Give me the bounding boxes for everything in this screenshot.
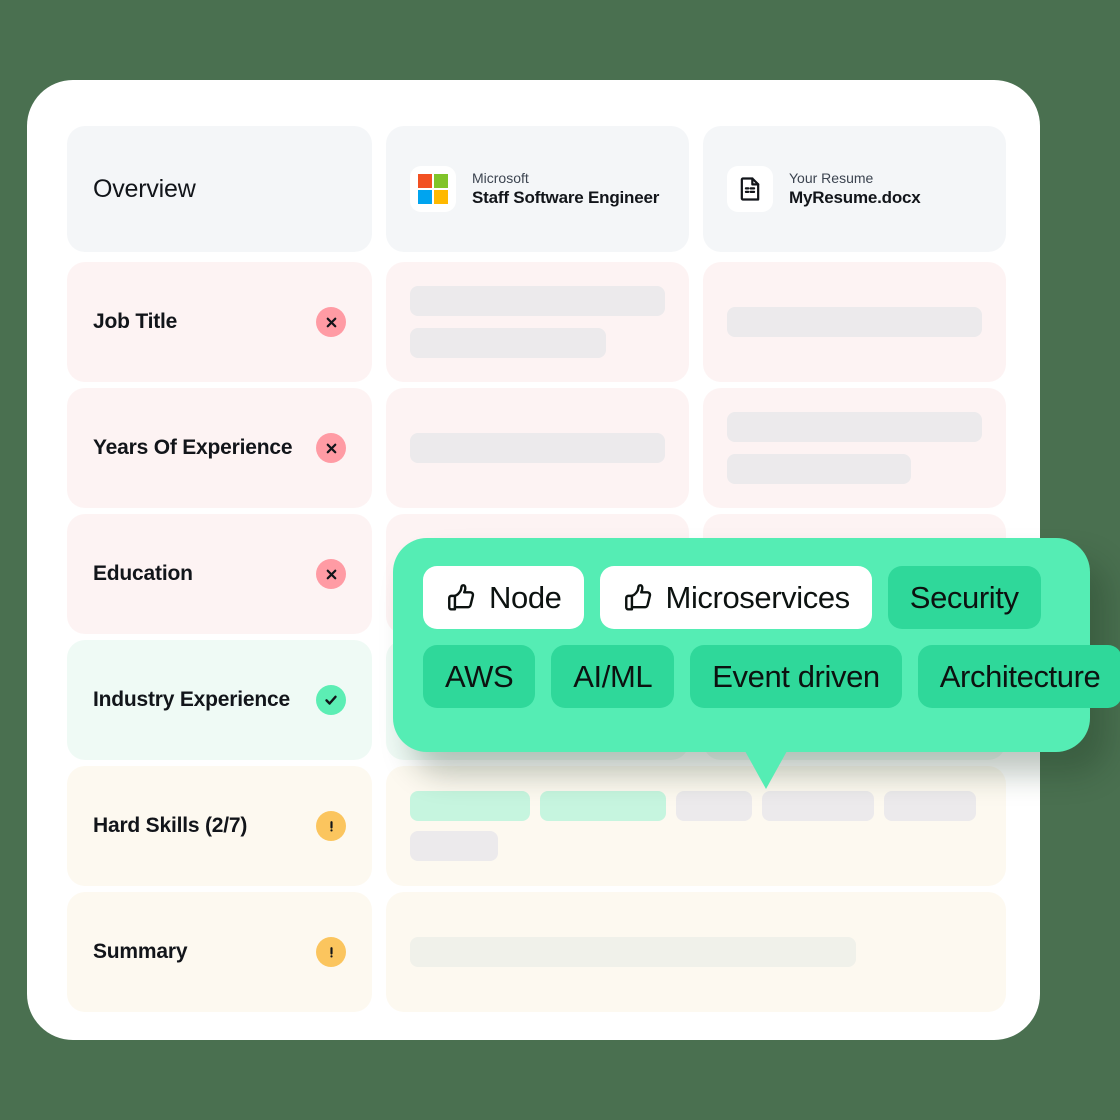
row-label-text: Summary <box>93 940 188 963</box>
thumbs-up-icon <box>624 583 651 611</box>
row-label-job-title[interactable]: Job Title <box>67 262 372 382</box>
skill-tag-label: AWS <box>445 658 514 694</box>
skill-tag-ai-ml[interactable]: AI/ML <box>551 645 675 708</box>
skill-chip-matched <box>410 791 530 821</box>
overview-row: Overview Microsoft Staff Software Engine… <box>67 126 1006 252</box>
row-label-text: Job Title <box>93 310 178 333</box>
skill-tag-microservices[interactable]: Microservices <box>599 566 872 629</box>
skill-tag-event-driven[interactable]: Event driven <box>690 645 902 708</box>
job-summary-cell[interactable]: Microsoft Staff Software Engineer <box>386 126 689 252</box>
job-posting-skeleton <box>386 388 689 508</box>
warning-icon <box>316 937 346 967</box>
tooltip-tail <box>745 751 787 789</box>
skeleton-bar <box>727 307 982 337</box>
job-summary-text: Microsoft Staff Software Engineer <box>472 170 659 208</box>
row-label-education[interactable]: Education <box>67 514 372 634</box>
row-label-text: Hard Skills (2/7) <box>93 814 248 837</box>
row-label-industry-experience[interactable]: Industry Experience <box>67 640 372 760</box>
summary-skeleton <box>386 892 1006 1012</box>
skill-chip <box>884 791 976 821</box>
job-posting-skeleton <box>386 262 689 382</box>
skill-tag-label: Security <box>909 579 1019 615</box>
skill-tag-security[interactable]: Security <box>887 566 1041 629</box>
resume-summary-cell[interactable]: Your Resume MyResume.docx <box>703 126 1006 252</box>
skills-tooltip: Node Microservices Security AWS AI/ML Ev… <box>393 538 1120 789</box>
table-row: Years Of Experience <box>67 388 1006 508</box>
warning-icon <box>316 811 346 841</box>
skill-tag-architecture[interactable]: Architecture <box>917 645 1120 708</box>
row-label-text: Education <box>93 562 193 585</box>
resume-skeleton <box>703 262 1006 382</box>
table-row: Hard Skills (2/7) <box>67 766 1006 886</box>
skeleton-bar <box>410 286 665 316</box>
company-name: Microsoft <box>472 170 529 186</box>
skills-tag-row-1: Node Microservices Security <box>423 566 1060 629</box>
cross-icon <box>316 433 346 463</box>
skill-chip <box>762 791 874 821</box>
row-label-text: Industry Experience <box>93 688 290 711</box>
page-title: Overview <box>93 174 196 203</box>
row-label-summary[interactable]: Summary <box>67 892 372 1012</box>
row-label-years-of-experience[interactable]: Years Of Experience <box>67 388 372 508</box>
skill-chip-matched <box>540 791 666 821</box>
skill-tag-label: AI/ML <box>573 658 653 694</box>
row-label-hard-skills[interactable]: Hard Skills (2/7) <box>67 766 372 886</box>
skill-chip-row <box>410 791 982 861</box>
skill-chip <box>410 831 498 861</box>
skill-tag-aws[interactable]: AWS <box>423 645 536 708</box>
cross-icon <box>316 559 346 589</box>
check-icon <box>316 685 346 715</box>
hard-skills-skeleton <box>386 766 1006 886</box>
skeleton-bar <box>410 328 607 358</box>
resume-caption: Your Resume <box>789 170 874 186</box>
skill-tag-label: Node <box>489 579 562 615</box>
skeleton-bar <box>727 412 982 442</box>
resume-summary-text: Your Resume MyResume.docx <box>789 170 921 208</box>
job-title: Staff Software Engineer <box>472 188 660 207</box>
skill-tag-label: Microservices <box>665 579 851 615</box>
cross-icon <box>316 307 346 337</box>
skill-tag-label: Event driven <box>712 658 880 694</box>
skill-tag-label: Architecture <box>939 658 1101 694</box>
thumbs-up-icon <box>448 583 475 611</box>
table-row: Summary <box>67 892 1006 1012</box>
skills-tag-row-2: AWS AI/ML Event driven Architecture <box>423 645 1120 708</box>
resume-skeleton <box>703 388 1006 508</box>
microsoft-logo-icon <box>410 166 456 212</box>
overview-label-cell: Overview <box>67 126 372 252</box>
document-icon <box>727 166 773 212</box>
skill-chip <box>676 791 752 821</box>
skeleton-bar <box>410 937 857 967</box>
skill-tag-node[interactable]: Node <box>423 566 584 629</box>
resume-filename: MyResume.docx <box>789 188 921 207</box>
row-label-text: Years Of Experience <box>93 436 293 459</box>
skeleton-bar <box>410 433 665 463</box>
skeleton-bar <box>727 454 911 484</box>
table-row: Job Title <box>67 262 1006 382</box>
